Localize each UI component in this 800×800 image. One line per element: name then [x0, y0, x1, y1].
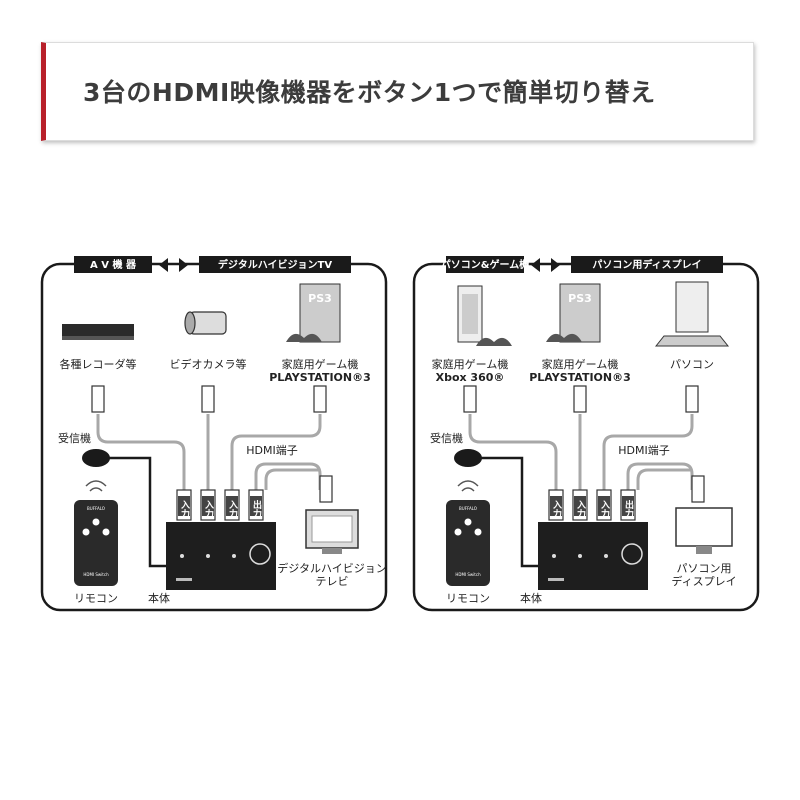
tv-icon [305, 509, 359, 554]
display-tag-label: パソコン用ディスプレイ [592, 258, 701, 271]
display-tag: デジタルハイビジョンTV [199, 256, 351, 273]
display-tag: パソコン用ディスプレイ [571, 256, 723, 273]
output-cable [264, 468, 320, 490]
output-label: 出力 [251, 499, 262, 519]
device-label: 各種レコーダ等 [60, 357, 137, 371]
output-label: 出力 [623, 499, 634, 519]
ps3-console-icon: PS3 [286, 283, 341, 343]
keyboard-icon [654, 335, 730, 347]
controller-icon [476, 337, 512, 346]
display-label: ディスプレイ [671, 574, 736, 588]
svg-text:PS3: PS3 [308, 292, 332, 305]
hdmi-cable [96, 414, 322, 490]
pc-icon [654, 281, 730, 347]
receiver-label: 受信機 [58, 431, 91, 445]
svg-text:BUFFALO: BUFFALO [87, 506, 105, 511]
source-tag-label: パソコン&ゲーム機 [441, 258, 529, 271]
hdmi-terminal-label: HDMI端子 [618, 444, 669, 457]
recorder-icon [62, 324, 134, 340]
input-label: 入力 [203, 500, 215, 519]
svg-text:PS3: PS3 [568, 292, 592, 305]
arrows-icon [531, 258, 560, 272]
receiver-label: 受信機 [430, 431, 463, 445]
input-label: 入力 [575, 500, 587, 519]
input-plug [176, 489, 264, 521]
controller-icon [546, 333, 582, 342]
source-tag: A V 機 器 [74, 256, 152, 273]
receiver-cable [108, 456, 172, 568]
input-label: 入力 [551, 500, 563, 519]
remote-icon: BUFFALO HDMI Switch [446, 480, 490, 586]
arrows-icon [159, 258, 188, 272]
input-plug [548, 489, 636, 521]
xbox360-icon [457, 285, 512, 346]
hdmi-plug-icon [463, 385, 705, 503]
source-tag-label: A V 機 器 [90, 258, 137, 271]
input-label: 入力 [179, 500, 191, 519]
controller-icon [286, 333, 322, 342]
receiver-cable [480, 456, 544, 568]
receiver-icon [454, 449, 482, 467]
connection-diagram: A V 機 器 デジタルハイビジョンTV PS3 各種レコーダ等 ビデオカメラ等… [40, 256, 388, 612]
input-label: 入力 [599, 500, 611, 519]
monitor-icon [675, 507, 733, 554]
display-label: テレビ [316, 575, 349, 588]
device-sublabel: PLAYSTATION®3 [269, 371, 371, 384]
ps3-console-icon: PS3 [546, 283, 601, 343]
remote-label: リモコン [446, 592, 490, 605]
hdmi-plug-icon [91, 385, 333, 503]
page-title: 3台のHDMI映像機器をボタン1つで簡単切り替え [83, 78, 656, 107]
input-label: 入力 [227, 500, 239, 519]
hdmi-switch-icon [166, 522, 276, 590]
source-tag: パソコン&ゲーム機 [441, 256, 529, 273]
svg-text:HDMI Switch: HDMI Switch [83, 572, 109, 577]
remote-label: リモコン [74, 592, 118, 605]
hdmi-terminal-label: HDMI端子 [246, 444, 297, 457]
main-unit-label: 本体 [148, 591, 170, 605]
device-label: パソコン [670, 358, 714, 371]
device-label: 家庭用ゲーム機 [542, 357, 619, 371]
device-label: 家庭用ゲーム機 [432, 357, 509, 371]
remote-icon: BUFFALO HDMI Switch [74, 480, 118, 586]
connection-diagram: パソコン&ゲーム機 パソコン用ディスプレイ PS3 家庭用ゲーム機 Xbox 3… [412, 256, 760, 612]
device-sublabel: Xbox 360® [436, 371, 505, 384]
display-label: デジタルハイビジョン [277, 561, 387, 575]
svg-text:BUFFALO: BUFFALO [459, 506, 477, 511]
main-unit-label: 本体 [520, 591, 542, 605]
device-sublabel: PLAYSTATION®3 [529, 371, 631, 384]
hdmi-switch-icon [538, 522, 648, 590]
video-camera-icon [184, 311, 227, 335]
output-cable [636, 468, 692, 490]
device-label: ビデオカメラ等 [170, 357, 247, 371]
display-tag-label: デジタルハイビジョンTV [218, 258, 332, 271]
device-label: 家庭用ゲーム機 [282, 357, 359, 371]
svg-text:HDMI Switch: HDMI Switch [455, 572, 481, 577]
receiver-icon [82, 449, 110, 467]
display-label: パソコン用 [677, 562, 732, 575]
title-box: 3台のHDMI映像機器をボタン1つで簡単切り替え [41, 42, 754, 141]
